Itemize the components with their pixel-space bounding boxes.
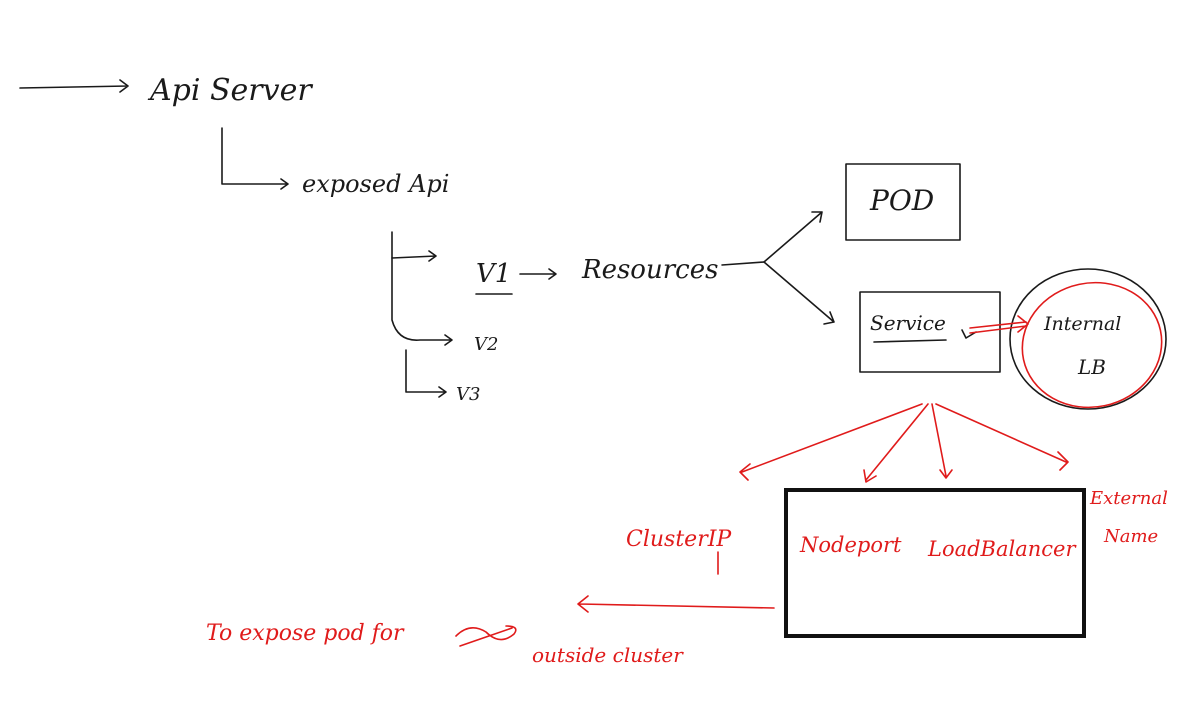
service-underline [873,339,947,343]
fan-to-loadbalancer [931,403,953,479]
v2-label: V2 [474,334,498,355]
v1-label: V1 [476,259,511,289]
arrow-service-to-lb [969,315,1029,334]
service-rect [859,291,1001,373]
exposed-api-label: exposed Api [302,170,449,198]
branch-exposed-api [221,127,289,190]
branch-v3 [405,349,447,398]
branch-v1 [391,231,437,262]
resources-fork [721,211,835,325]
pod-rect [845,163,961,241]
expose-note: To expose pod for outside cluster [206,595,775,667]
service-types-fan [739,403,1069,483]
resources-label: Resources [581,255,718,285]
internal-lb-label-line1: Internal [1043,313,1121,335]
expose-note-text: To expose pod for [206,621,405,646]
service-label: Service [870,311,946,335]
nodeport-label: Nodeport [799,533,902,557]
api-server-label: Api Server [147,73,313,108]
api-server-tree: Api Server exposed Api V1 Resources V2 V… [19,73,718,405]
internal-lb-circle-black [1009,268,1167,410]
outside-cluster-text: outside cluster [532,643,684,667]
fan-to-externalname [935,403,1069,471]
internal-lb: Internal LB [969,268,1167,410]
incoming-arrow [19,79,129,93]
arrow-to-service [763,261,835,325]
pod-box: POD [845,163,961,241]
clusterip-label: ClusterIP [626,527,732,552]
pod-label: POD [869,184,934,217]
internal-lb-label-line2: LB [1077,355,1106,379]
fan-to-nodeport [863,403,929,483]
internal-lb-circle-red [1021,281,1163,409]
arrow-v1-to-resources [519,268,557,280]
branch-v2 [391,257,453,346]
externalname-label-line2: Name [1103,526,1158,547]
resources-line [721,261,765,266]
service-types-box: Nodeport LoadBalancer [784,488,1086,638]
types-rect [784,488,1086,638]
externalname-label-line1: External [1089,488,1168,509]
service-tick [961,329,977,339]
v3-label: V3 [456,384,480,405]
service-box: Service [859,291,1001,373]
loadbalancer-label: LoadBalancer [927,537,1077,561]
scribble-crossout [455,625,517,647]
arrow-nodeport-note [577,595,775,613]
arrow-to-pod [763,211,823,263]
fan-to-clusterip [739,403,923,481]
